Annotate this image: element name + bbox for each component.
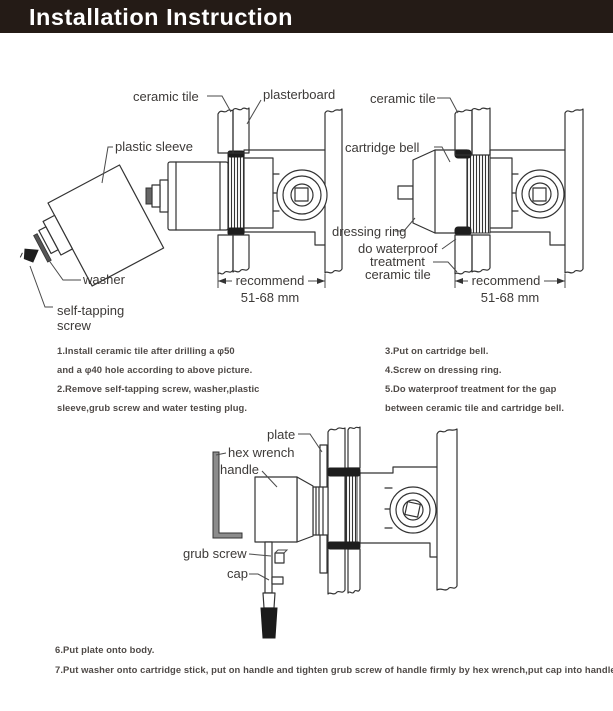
label-ceramic-tile-top: ceramic tile [370, 91, 436, 106]
body-block [489, 157, 513, 229]
cartridge-adapter [312, 486, 329, 536]
bell-stick [397, 185, 414, 200]
cartridge-stick-tip [145, 187, 153, 205]
label-grub-screw: grub screw [183, 546, 247, 561]
outlet-square [532, 187, 547, 202]
dimension-value: 51-68 mm [481, 290, 540, 305]
leader-self-tapping-screw [29, 265, 53, 308]
step-line: 4.Screw on dressing ring. [385, 364, 502, 375]
steps-1-2: 1.Install ceramic tile after drilling a … [57, 341, 357, 417]
outlet-square [294, 187, 309, 202]
cartridge-bell [397, 149, 468, 234]
diagram-step6-7: plate hex wrench handle grub screw cap [183, 426, 458, 639]
leader-ceramic-tile [437, 97, 459, 114]
label-handle: handle [220, 462, 259, 477]
handle-part [254, 476, 314, 543]
threaded-section [466, 154, 491, 234]
dimension: recommend 51-68 mm [217, 273, 326, 305]
diagram-step1-2: recommend 51-68 mm ceramic tile plasterb… [19, 87, 343, 333]
leader-hex-wrench [215, 452, 227, 456]
label-self-tapping-line1: self-tapping [57, 303, 124, 318]
step-line: between ceramic tile and cartridge bell. [385, 402, 565, 413]
label-washer: washer [82, 272, 126, 287]
steps-6-7: 6.Put plate onto body. 7.Put washer onto… [55, 640, 613, 680]
valve-body [359, 466, 438, 558]
valve-body [489, 149, 566, 246]
seal-bottom [454, 226, 472, 236]
label-waterproof-line1: do waterproof [358, 241, 438, 256]
grub-screw-part [274, 552, 285, 564]
leader-plasterboard [246, 99, 262, 125]
cap-part [271, 576, 284, 585]
label-cap: cap [227, 566, 248, 581]
leader-grub-screw [248, 553, 272, 557]
seal-bottom [327, 541, 361, 550]
label-dressing-ring: dressing ring [332, 224, 406, 239]
handle-lever [260, 541, 289, 639]
seal-top [454, 149, 472, 159]
leader-ceramic-tile [207, 95, 232, 113]
plastic-sleeve-box [47, 164, 165, 287]
step-line: 2.Remove self-tapping screw, washer,plas… [57, 383, 260, 394]
outlet-square [404, 501, 421, 518]
wall-section [217, 107, 250, 275]
label-plastic-sleeve: plastic sleeve [115, 139, 193, 154]
sleeve-neck-step [38, 226, 59, 255]
diagram-step3-5: recommend 51-68 mm ceramic tile cartridg… [332, 91, 584, 305]
step-line: 3.Put on cartridge bell. [385, 345, 489, 356]
removed-parts [19, 164, 165, 287]
dimension: recommend 51-68 mm [454, 273, 566, 305]
label-plasterboard: plasterboard [263, 87, 335, 102]
leader-cap [249, 573, 270, 581]
back-wall [564, 108, 584, 274]
seal-top [227, 150, 245, 158]
threaded-section [227, 154, 245, 234]
step-line: 1.Install ceramic tile after drilling a … [57, 345, 235, 356]
knurled-grip [260, 607, 278, 639]
body-block [243, 157, 274, 229]
back-wall [436, 428, 458, 591]
leader-plastic-sleeve [101, 146, 113, 184]
dimension-value: 51-68 mm [241, 290, 300, 305]
valve-body [243, 149, 328, 246]
leader-plate [298, 433, 323, 453]
header-bar: Installation Instruction [0, 0, 613, 33]
label-waterproof-line2: treatment [370, 254, 425, 269]
leader-handle [261, 470, 278, 488]
step-line: 6.Put plate onto body. [55, 644, 155, 655]
back-wall [324, 108, 343, 274]
hex-wrench-part [212, 451, 243, 539]
label-self-tapping-line2: screw [57, 318, 92, 333]
label-hex-wrench: hex wrench [228, 445, 294, 460]
threaded-section [345, 475, 358, 543]
step-line: 7.Put washer onto cartridge stick, put o… [55, 664, 613, 675]
leader-cartridge-bell [434, 146, 451, 163]
leader-dressing-ring [395, 217, 416, 232]
self-tapping-screw-part [23, 248, 39, 263]
leader-washer [47, 258, 81, 281]
leader-ceramic-tile-bottom [433, 261, 458, 273]
label-waterproof-line3: ceramic tile [365, 267, 431, 282]
seal-top [327, 467, 361, 477]
label-cartridge-bell: cartridge bell [345, 140, 420, 155]
label-ceramic-tile: ceramic tile [133, 89, 199, 104]
step-line: and a φ40 hole according to above pictur… [57, 364, 253, 375]
leader-waterproof [441, 238, 457, 250]
step-line: 5.Do waterproof treatment for the gap [385, 383, 557, 394]
recommend-text: recommend [472, 273, 541, 288]
label-plate: plate [267, 427, 295, 442]
seal-bottom [227, 227, 245, 236]
valve-cartridge [145, 161, 229, 231]
recommend-text: recommend [236, 273, 305, 288]
page-title: Installation Instruction [29, 4, 293, 30]
step-line: sleeve,grub screw and water testing plug… [57, 402, 248, 413]
wall-section [327, 426, 361, 595]
steps-3-5: 3.Put on cartridge bell. 4.Screw on dres… [385, 341, 613, 417]
